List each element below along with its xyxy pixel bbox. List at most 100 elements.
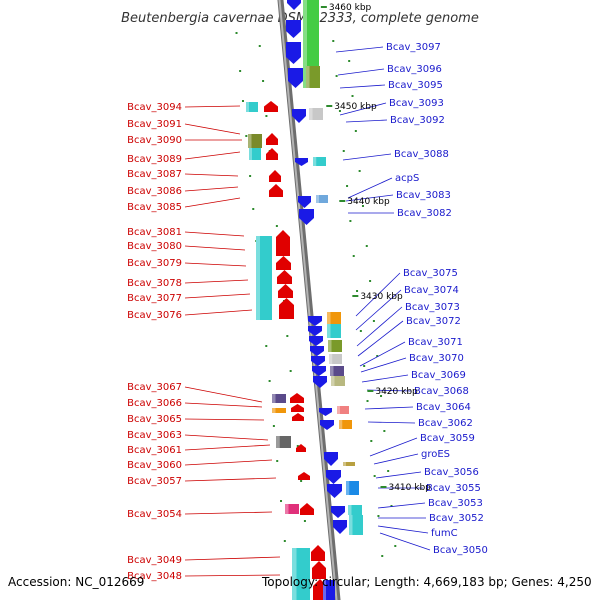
reverse-gene-arrow bbox=[320, 420, 334, 430]
right-gene-label: Bcav_3068 bbox=[414, 386, 469, 397]
tick-dot bbox=[366, 400, 369, 402]
tick-dot bbox=[372, 320, 375, 322]
right-gene-label: Bcav_3064 bbox=[416, 402, 471, 413]
right-callout-line bbox=[345, 194, 394, 202]
gene-feature-shade bbox=[292, 548, 297, 600]
tick-dot bbox=[241, 100, 244, 102]
right-gene-label: Bcav_3097 bbox=[386, 42, 441, 53]
right-gene-label: Bcav_3052 bbox=[429, 513, 484, 524]
reverse-gene-arrow bbox=[310, 346, 324, 356]
tick-dot bbox=[280, 500, 283, 502]
left-gene-label: Bcav_3080 bbox=[127, 241, 182, 252]
tick-dot bbox=[335, 75, 338, 77]
left-gene-label: Bcav_3063 bbox=[127, 430, 182, 441]
left-gene-label: Bcav_3090 bbox=[127, 135, 182, 146]
kbp-tick-label: 3460 kbp bbox=[329, 3, 372, 13]
gene-feature-block bbox=[329, 354, 342, 364]
gene-feature-block bbox=[327, 324, 341, 338]
gene-feature-shade bbox=[272, 394, 276, 403]
gene-feature-block bbox=[327, 312, 341, 324]
right-gene-label: Bcav_3074 bbox=[404, 285, 459, 296]
gene-feature-block bbox=[337, 406, 349, 414]
reverse-gene-arrow bbox=[333, 520, 347, 534]
right-gene-label: Bcav_3071 bbox=[408, 337, 463, 348]
tick-dot bbox=[352, 255, 355, 257]
right-gene-label: Bcav_3073 bbox=[405, 302, 460, 313]
right-gene-label: Bcav_3075 bbox=[403, 268, 458, 279]
tick-dot bbox=[239, 70, 242, 72]
right-callout-line bbox=[377, 502, 426, 509]
forward-gene-arrow bbox=[311, 545, 325, 561]
right-callout-line bbox=[345, 119, 388, 123]
reverse-gene-arrow bbox=[286, 20, 301, 38]
left-callout-line bbox=[184, 105, 241, 108]
left-gene-label: Bcav_3081 bbox=[127, 227, 182, 238]
right-gene-labels: Bcav_3097Bcav_3096Bcav_3095Bcav_3093Bcav… bbox=[386, 42, 488, 556]
forward-gene-arrow bbox=[291, 404, 304, 412]
tick-dot bbox=[249, 175, 252, 177]
left-gene-label: Bcav_3091 bbox=[127, 119, 182, 130]
gene-feature-shade bbox=[248, 134, 252, 148]
gene-feature-block bbox=[313, 157, 326, 166]
reverse-gene-arrow bbox=[292, 109, 306, 123]
gene-feature-shade bbox=[272, 408, 276, 413]
forward-gene-arrow bbox=[279, 298, 294, 319]
right-callout-line bbox=[356, 306, 403, 347]
tick-dot bbox=[342, 150, 345, 152]
gene-features bbox=[246, 0, 363, 600]
tick-dot bbox=[286, 335, 289, 337]
left-callout-line bbox=[184, 262, 247, 267]
reverse-gene-arrow bbox=[327, 484, 342, 498]
left-callout-line bbox=[184, 245, 246, 251]
reverse-gene-arrow bbox=[309, 336, 323, 346]
gene-feature-block bbox=[249, 148, 261, 160]
right-gene-label: Bcav_3050 bbox=[433, 545, 488, 556]
topology-text: Topology: circular; Length: 4,669,183 bp… bbox=[261, 575, 592, 589]
gene-feature-shade bbox=[323, 580, 326, 600]
right-callout-line bbox=[359, 341, 406, 367]
right-callout-line bbox=[339, 102, 387, 116]
tick-dot bbox=[265, 115, 268, 117]
left-callout-line bbox=[184, 173, 239, 177]
gene-feature-block bbox=[348, 505, 362, 515]
forward-gene-arrow bbox=[278, 284, 293, 298]
left-callout-line bbox=[184, 402, 263, 408]
gene-feature-shade bbox=[328, 340, 332, 352]
forward-gene-arrow bbox=[298, 472, 310, 480]
reverse-gene-arrow bbox=[326, 470, 341, 484]
gene-feature-block bbox=[272, 408, 286, 413]
right-callout-line bbox=[373, 453, 419, 465]
forward-gene-arrow bbox=[277, 270, 292, 284]
tick-dot bbox=[296, 445, 299, 447]
left-gene-label: Bcav_3079 bbox=[127, 258, 182, 269]
right-gene-label: Bcav_3069 bbox=[411, 370, 466, 381]
tick-dot bbox=[359, 330, 362, 332]
gene-feature-block bbox=[246, 102, 258, 112]
right-callout-line bbox=[355, 289, 402, 331]
left-callout-line bbox=[184, 459, 273, 466]
tick-dot bbox=[363, 365, 366, 367]
reverse-gene-arrow bbox=[299, 209, 314, 225]
right-gene-label: fumC bbox=[431, 528, 458, 539]
right-callout-line bbox=[364, 406, 414, 410]
forward-gene-arrow bbox=[276, 256, 291, 270]
right-callout-line bbox=[347, 177, 393, 199]
right-callout-line bbox=[339, 84, 386, 89]
forward-gene-arrow bbox=[296, 444, 306, 452]
gene-feature-block bbox=[285, 504, 299, 514]
gene-feature-block bbox=[256, 236, 272, 320]
reverse-gene-arrow bbox=[308, 326, 322, 336]
left-callout-line bbox=[184, 309, 253, 316]
kbp-tick-label: 3430 kbp bbox=[360, 292, 403, 302]
right-gene-label: Bcav_3088 bbox=[394, 149, 449, 160]
tick-dot bbox=[381, 555, 384, 557]
right-gene-label: Bcav_3095 bbox=[388, 80, 443, 91]
gene-feature-block bbox=[343, 462, 355, 466]
tick-dot bbox=[283, 540, 286, 542]
label-callouts bbox=[184, 46, 431, 577]
left-gene-label: Bcav_3087 bbox=[127, 169, 182, 180]
right-callout-line bbox=[360, 357, 407, 373]
tick-dot bbox=[265, 345, 268, 347]
tick-dot bbox=[332, 40, 335, 42]
tick-dot bbox=[369, 280, 372, 282]
